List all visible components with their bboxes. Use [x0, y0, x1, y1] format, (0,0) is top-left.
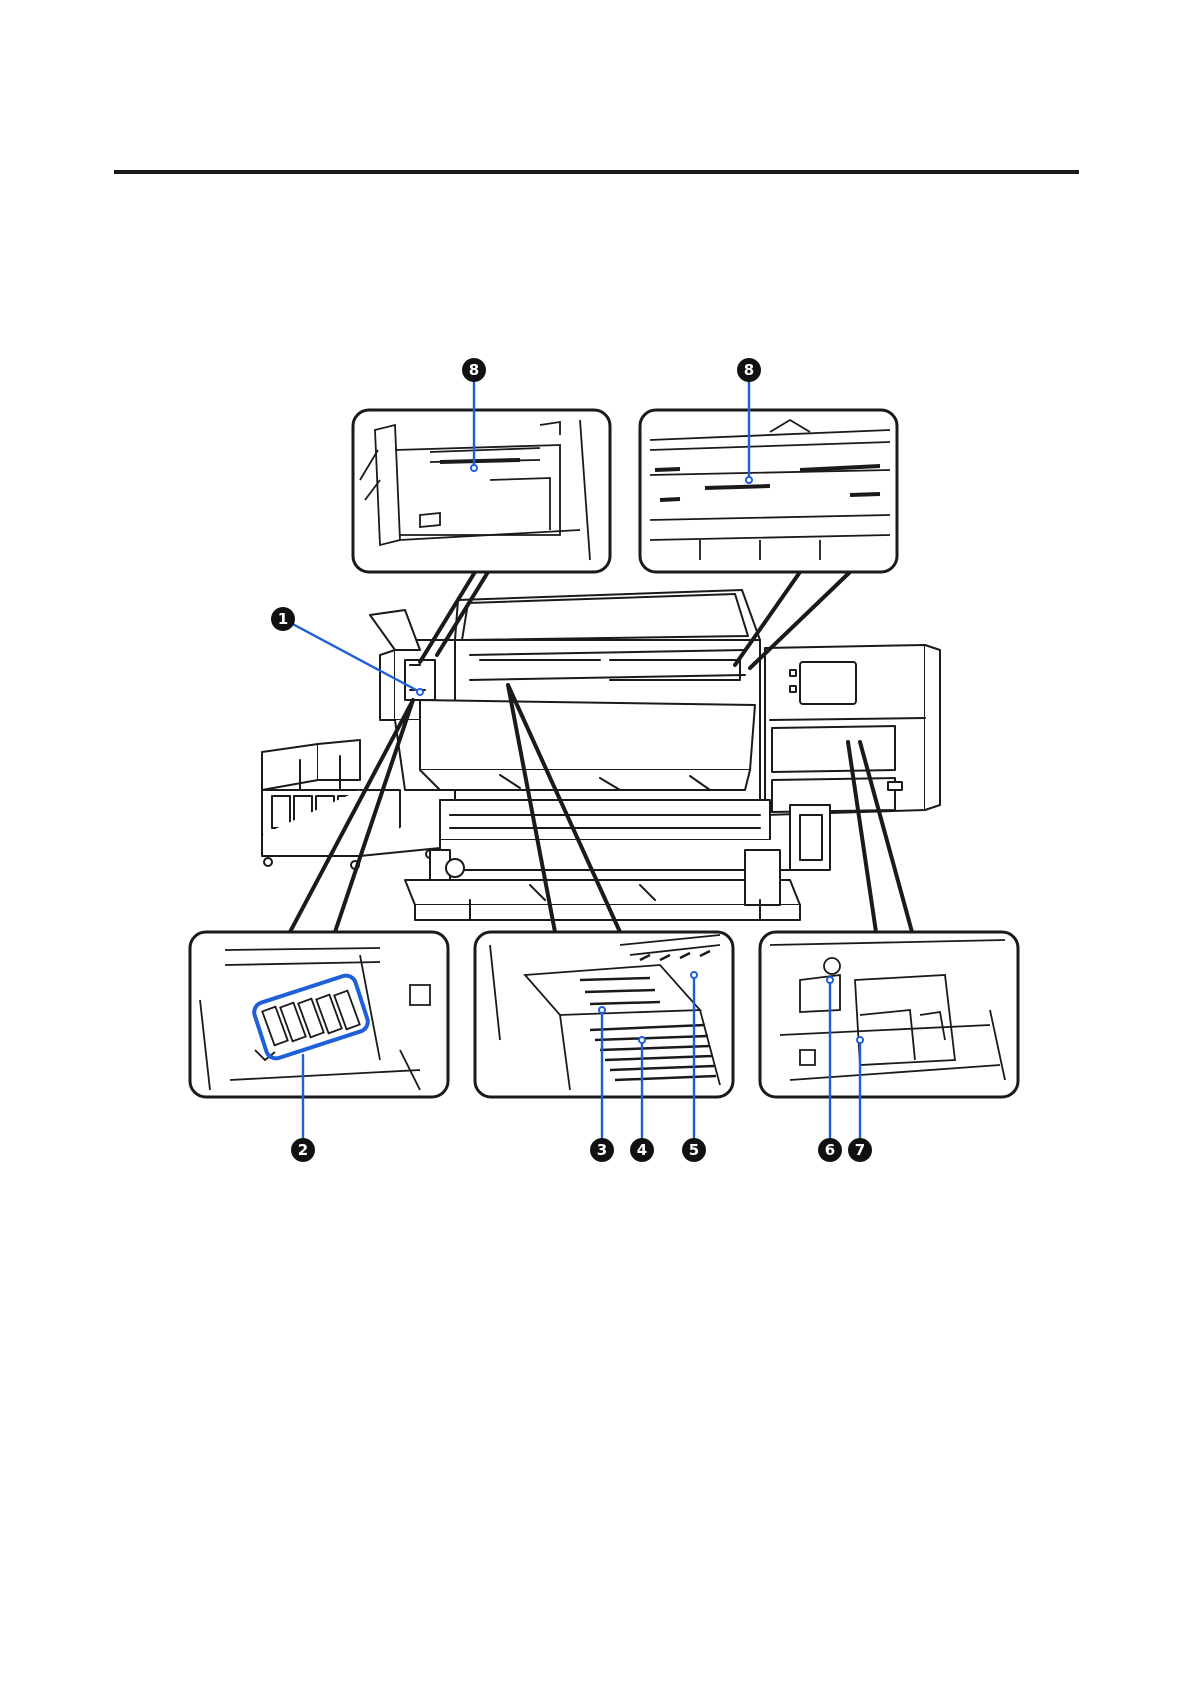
right-control-unit — [765, 645, 940, 815]
callout-7: 7 — [848, 1138, 872, 1162]
media-roller-section — [405, 800, 830, 920]
callout-4-number: 4 — [637, 1141, 647, 1159]
callout-3-number: 3 — [597, 1141, 607, 1159]
inset-top-right — [640, 410, 897, 572]
callout-7-number: 7 — [855, 1141, 865, 1159]
callout-5-number: 5 — [689, 1141, 699, 1159]
callout-8-left: 8 — [462, 358, 486, 382]
callout-2: 2 — [291, 1138, 315, 1162]
inset-bottom-right — [760, 932, 1018, 1097]
callout-8-left-number: 8 — [469, 361, 479, 379]
front-cover — [420, 700, 755, 790]
inset-top-left — [353, 410, 610, 572]
callout-1-number: 1 — [278, 610, 288, 628]
callout-5: 5 — [682, 1138, 706, 1162]
printer-illustration — [262, 590, 940, 920]
callout-8-right-number: 8 — [744, 361, 754, 379]
callout-3: 3 — [590, 1138, 614, 1162]
callout-2-number: 2 — [298, 1141, 308, 1159]
callout-1: 1 — [271, 607, 295, 631]
callout-6: 6 — [818, 1138, 842, 1162]
callout-6-number: 6 — [825, 1141, 835, 1159]
callout-4: 4 — [630, 1138, 654, 1162]
callout-8-right: 8 — [737, 358, 761, 382]
inset-bottom-left — [190, 932, 448, 1097]
